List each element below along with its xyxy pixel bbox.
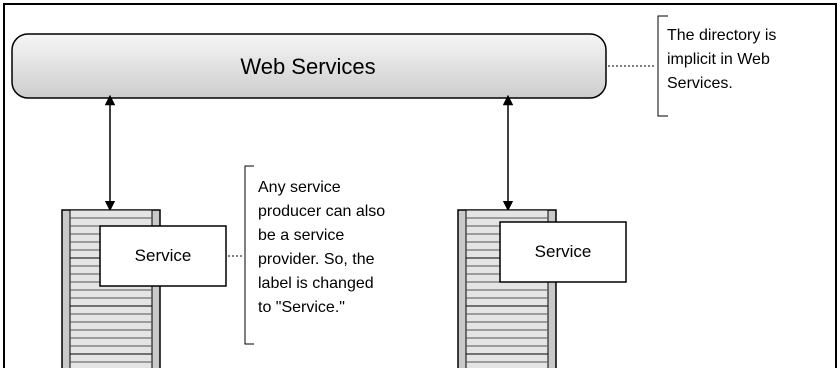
right-service-label: Service bbox=[535, 242, 592, 261]
directory-note-bracket bbox=[657, 15, 668, 117]
directory-note-text: The directory is implicit in Web Service… bbox=[667, 27, 781, 92]
directory-note-line-3: Services. bbox=[667, 75, 733, 92]
service-note-line-5: label is changed bbox=[258, 275, 374, 292]
right-service-node: Service bbox=[499, 221, 627, 283]
service-note-line-6: to "Service." bbox=[258, 299, 345, 316]
web-services-label: Web Services bbox=[240, 54, 375, 79]
service-note-line-3: be a service bbox=[258, 227, 344, 244]
left-service-label: Service bbox=[135, 246, 192, 265]
directory-note-line-2: implicit in Web bbox=[667, 51, 770, 68]
service-note-line-4: provider. So, the bbox=[258, 251, 375, 268]
left-service-node: Service bbox=[99, 225, 227, 287]
service-note-text: Any service producer can also be a servi… bbox=[258, 179, 390, 316]
service-note-bracket bbox=[244, 165, 254, 345]
service-note-line-1: Any service bbox=[258, 179, 341, 196]
web-services-bar: Web Services bbox=[11, 33, 607, 99]
diagram-frame bbox=[3, 3, 837, 368]
service-note-line-2: producer can also bbox=[258, 203, 385, 220]
directory-note-line-1: The directory is bbox=[667, 27, 776, 44]
